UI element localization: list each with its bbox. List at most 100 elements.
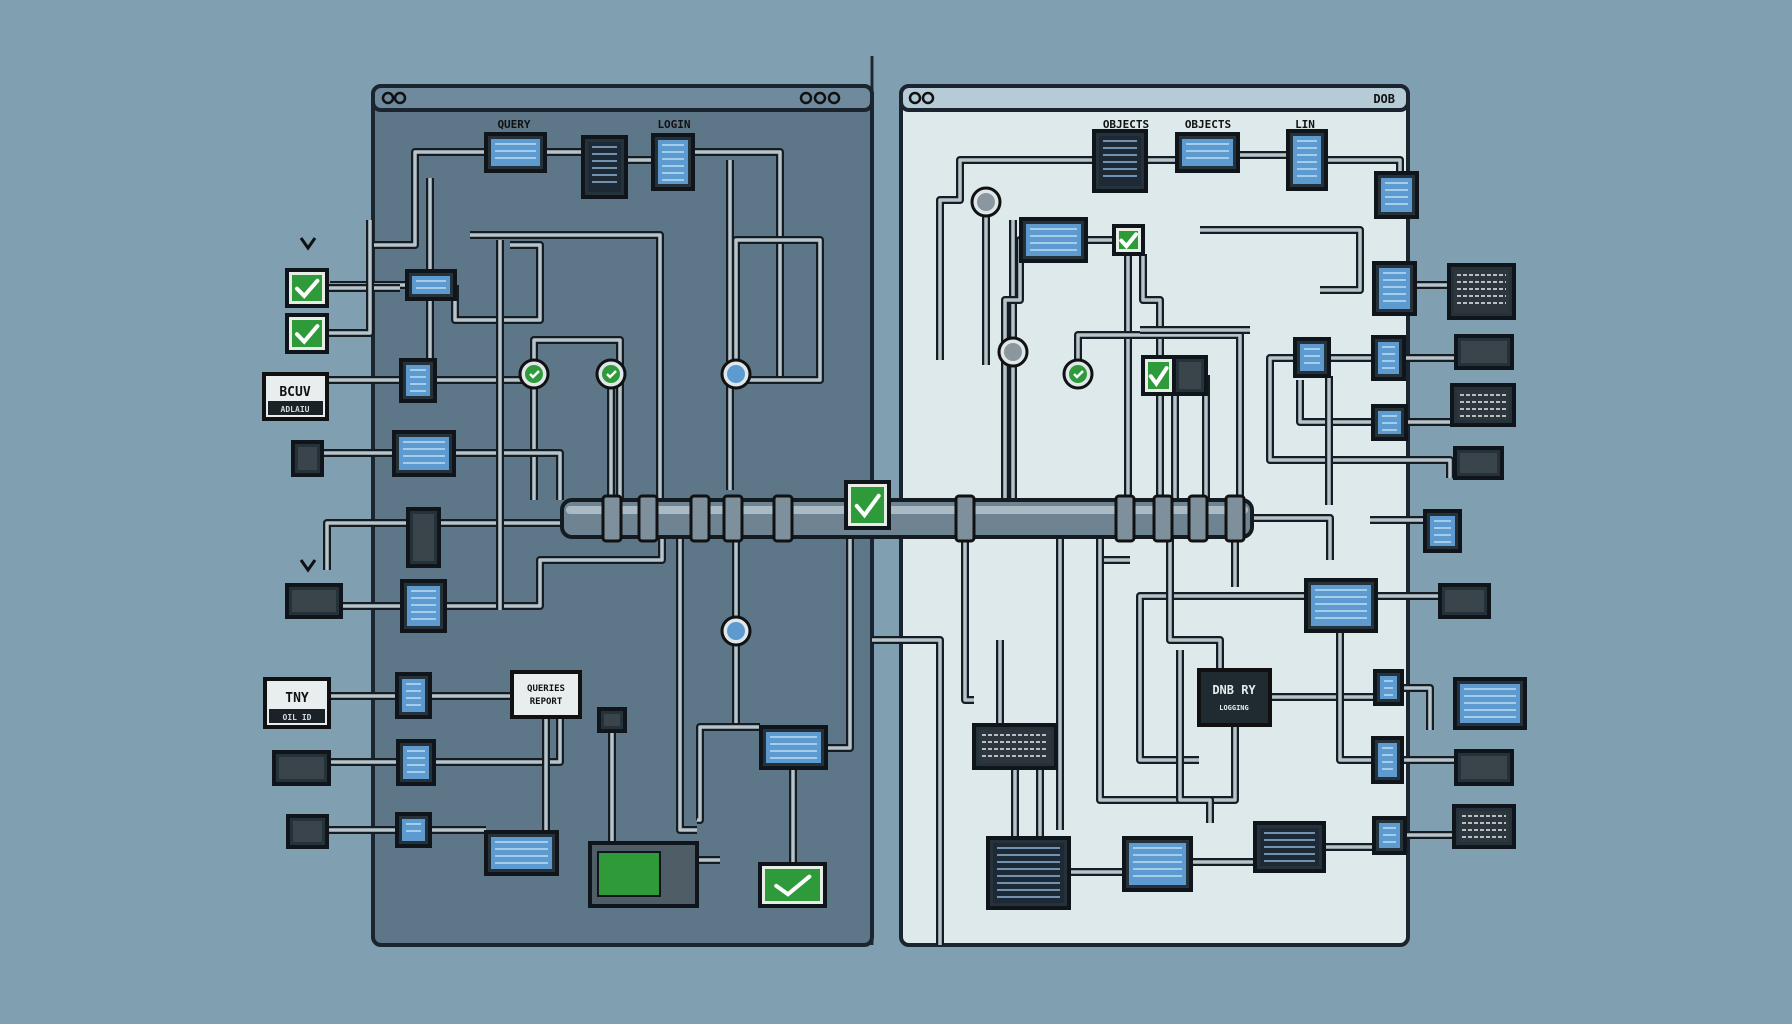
pipe-coupling (601, 494, 623, 543)
pipe (530, 336, 624, 500)
output-grid-box[interactable] (1447, 263, 1516, 320)
output-box[interactable] (1438, 583, 1491, 619)
checkmark-icon (295, 278, 320, 299)
data-box[interactable] (1304, 578, 1378, 633)
screen-box[interactable] (1372, 816, 1407, 855)
output-grid-box[interactable] (1452, 804, 1516, 849)
screen-box[interactable] (1372, 261, 1417, 316)
connector-box[interactable] (597, 707, 627, 733)
pipe-coupling (637, 494, 659, 543)
screen-box[interactable] (1374, 171, 1419, 219)
document-box[interactable] (1092, 129, 1148, 193)
pipe (470, 231, 664, 500)
label-box-dnb[interactable]: DNB RY LOGGING (1197, 668, 1272, 727)
screen-box[interactable] (399, 358, 437, 403)
connector-box[interactable] (972, 723, 1058, 770)
label-box-tny[interactable]: TNY OIL ID (263, 677, 331, 729)
screen-box[interactable] (392, 430, 456, 477)
check-box[interactable] (1141, 355, 1176, 396)
screen-box[interactable] (1293, 337, 1331, 378)
pipe (1336, 610, 1373, 764)
pipe (693, 148, 784, 380)
pipe (1296, 380, 1373, 426)
pipe (323, 519, 408, 570)
screen-box[interactable] (1371, 404, 1408, 441)
label-text: OIL ID (283, 713, 312, 722)
pipe (696, 723, 760, 824)
pipe (1266, 354, 1454, 478)
pipe (1166, 537, 1224, 670)
screen-box[interactable] (395, 672, 432, 719)
label-text: DNB RY (1212, 683, 1256, 697)
screen-box[interactable] (1371, 335, 1406, 381)
pipe (451, 241, 544, 324)
pipe-coupling (689, 494, 711, 543)
header-query: QUERY (497, 118, 530, 131)
output-box[interactable] (285, 583, 343, 619)
output-box[interactable] (291, 440, 324, 477)
pipe (1176, 650, 1214, 823)
pipe (1252, 514, 1334, 560)
check-box[interactable] (1112, 224, 1145, 256)
status-circle-icon (720, 358, 752, 390)
check-box[interactable] (285, 268, 329, 308)
data-box[interactable] (1122, 836, 1193, 892)
pipe (872, 636, 944, 945)
label-box-bcuv[interactable]: BCUV ADLAIU (262, 372, 329, 421)
screen-box[interactable] (1286, 129, 1328, 191)
screen-box[interactable] (651, 133, 695, 191)
pipe (1200, 226, 1364, 294)
document-box[interactable] (581, 135, 628, 199)
small-icon-box[interactable] (1423, 509, 1462, 553)
monitor-box[interactable] (1253, 821, 1326, 873)
data-box[interactable] (1453, 677, 1527, 730)
central-pipe (560, 498, 1254, 539)
screen-box[interactable] (405, 269, 457, 301)
connector-box[interactable] (1172, 355, 1208, 396)
checkmark-icon (295, 324, 320, 345)
screen-box[interactable] (1373, 669, 1404, 706)
window-controls-left[interactable] (381, 91, 841, 105)
data-box[interactable] (484, 132, 547, 173)
central-check-box[interactable] (844, 480, 891, 530)
pipes (322, 148, 1456, 945)
pipe (732, 236, 824, 384)
pipe-coupling (1114, 494, 1136, 543)
output-box[interactable] (286, 814, 329, 849)
label-box-query-report[interactable]: QUERIES REPORT (510, 670, 582, 719)
screen-box[interactable] (400, 579, 447, 633)
output-box[interactable] (1453, 446, 1504, 480)
output-box[interactable] (1454, 749, 1514, 786)
screen-box[interactable] (396, 739, 436, 786)
pipe (445, 537, 666, 610)
arrow-icon (299, 237, 317, 251)
check-box[interactable] (285, 313, 329, 354)
pipe-coupling (954, 494, 976, 543)
screen-box[interactable] (1371, 736, 1404, 784)
pipe (1139, 254, 1164, 500)
label-text: ADLAIU (281, 405, 310, 414)
pipe (1136, 592, 1306, 764)
pipe (1096, 537, 1239, 804)
data-box[interactable] (1019, 217, 1088, 263)
monitor-box[interactable] (986, 836, 1071, 910)
output-box[interactable] (1454, 334, 1514, 370)
check-circle-icon (1062, 358, 1094, 390)
green-monitor[interactable] (588, 841, 699, 908)
output-grid-box[interactable] (1450, 383, 1516, 427)
output-box[interactable] (272, 750, 331, 786)
data-box[interactable] (484, 830, 559, 876)
header-login: LOGIN (657, 118, 690, 131)
status-circle-icon (720, 615, 752, 647)
connector-box[interactable] (406, 507, 441, 568)
screen-box[interactable] (395, 812, 432, 848)
checkmark-icon (854, 493, 881, 519)
label-text: TNY (285, 691, 309, 706)
ball-valve-icon (970, 186, 1002, 218)
window-controls-right[interactable] (908, 91, 935, 105)
check-box[interactable] (758, 862, 827, 908)
data-box[interactable] (1175, 132, 1240, 173)
label-text: LOGGING (1219, 704, 1249, 712)
data-box[interactable] (759, 725, 828, 770)
